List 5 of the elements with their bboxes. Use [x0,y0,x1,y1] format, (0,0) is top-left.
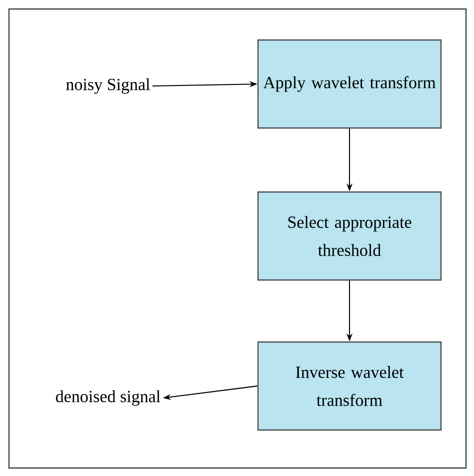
signal-label: denoised signal [56,390,160,406]
process-box: Apply wavelet transform [257,39,442,129]
process-box: Inverse wavelet transform [257,341,442,431]
process-box: Select appropriate threshold [257,191,442,281]
signal-label: noisy Signal [66,78,150,94]
